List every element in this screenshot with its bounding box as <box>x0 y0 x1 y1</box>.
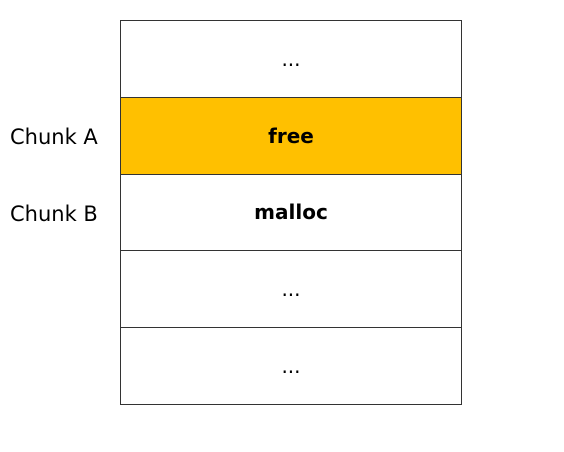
chunk-b-label: Chunk B <box>10 202 98 226</box>
chunk-a-label: Chunk A <box>10 125 98 149</box>
memory-block-ellipsis-4: ... <box>121 250 461 328</box>
memory-stack: ... free malloc ... ... <box>120 20 462 405</box>
memory-block-ellipsis-5: ... <box>121 327 461 404</box>
memory-block-chunk-b-malloc: malloc <box>121 173 461 251</box>
memory-block-chunk-a-free: free <box>121 96 461 174</box>
memory-block-top-ellipsis: ... <box>121 21 461 97</box>
